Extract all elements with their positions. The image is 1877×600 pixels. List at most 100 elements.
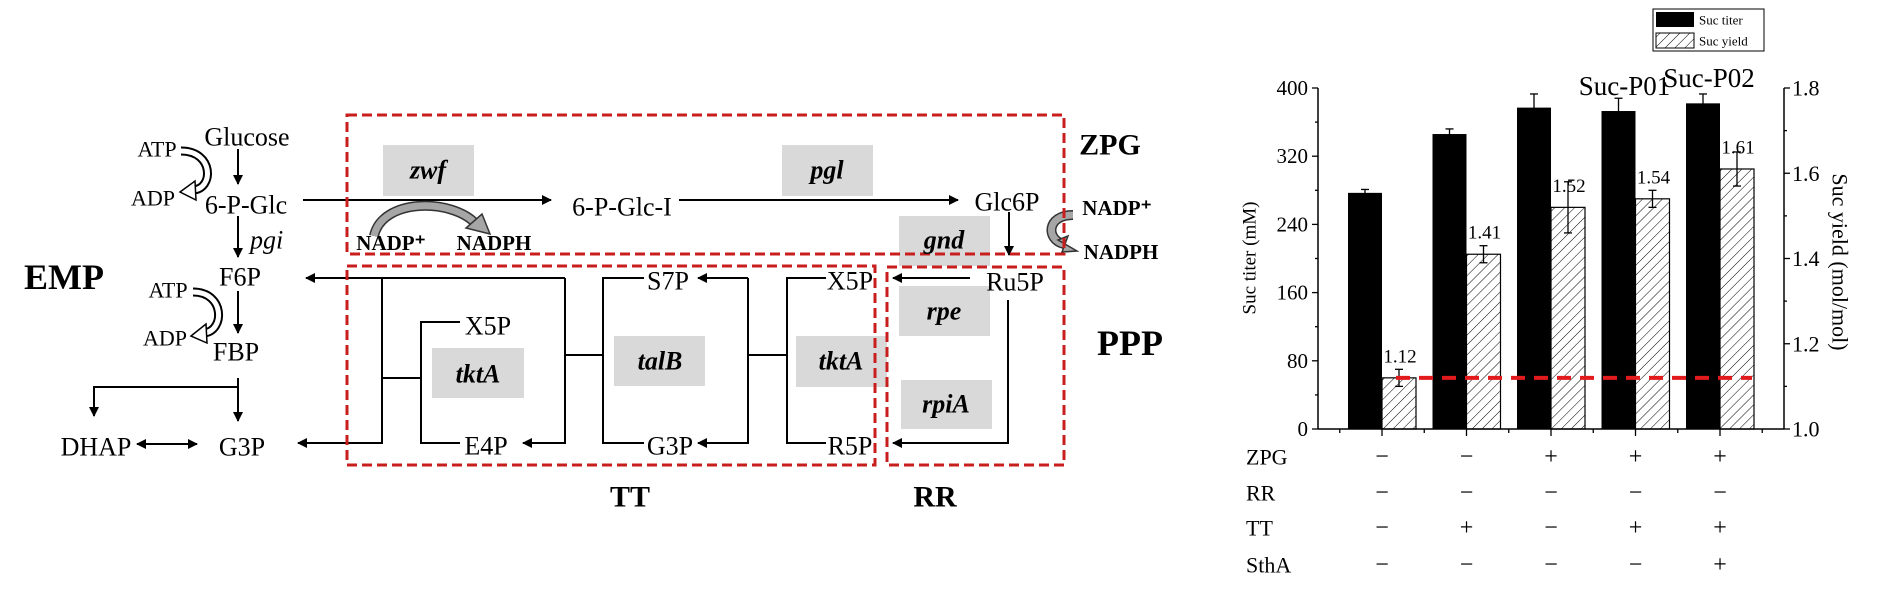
pathway-label-ppp: PPP xyxy=(1097,323,1163,363)
module-box-tt xyxy=(345,264,877,467)
metabolite-f6p: F6P xyxy=(219,263,261,292)
metabolite-6-p-glc: 6-P-Glc xyxy=(205,191,287,220)
enzyme-box-tkta-1 xyxy=(432,348,524,398)
enzyme-boxes xyxy=(383,145,992,429)
cofactor-adp-2: ADP xyxy=(143,326,187,351)
enzyme-box-rpia xyxy=(901,380,992,429)
condition-symbol: − xyxy=(1375,515,1389,541)
cofactor-nadp-zwf: NADP⁺ xyxy=(356,231,425,255)
metabolite-dhap: DHAP xyxy=(61,433,132,462)
enzyme-tkta-2: tktA xyxy=(819,347,864,376)
condition-symbol: + xyxy=(1629,444,1643,470)
y-axis-title-right: Suc yield (mol/mol) xyxy=(1828,173,1853,350)
bar-suc-yield xyxy=(1465,253,1502,430)
condition-symbol: − xyxy=(1375,480,1389,506)
data-label-suc-yield: 1.41 xyxy=(1468,223,1501,244)
metabolite-6-p-glc-i: 6-P-Glc-I xyxy=(572,193,672,222)
metabolite-ru5p: Ru5P xyxy=(986,268,1044,297)
condition-label-tt: TT xyxy=(1246,516,1273,541)
module-label-zpg: ZPG xyxy=(1079,129,1141,162)
bar-suc-yield xyxy=(1634,198,1671,430)
condition-symbol: − xyxy=(1544,515,1558,541)
metabolite-e4p: E4P xyxy=(464,432,507,461)
metabolite-s7p: S7P xyxy=(647,267,689,296)
metabolite-r5p: R5P xyxy=(828,432,873,461)
cofactor-adp-1: ADP xyxy=(131,186,175,211)
cofactor-atp-1: ATP xyxy=(137,137,176,162)
condition-symbol: − xyxy=(1375,444,1389,470)
condition-symbol: + xyxy=(1713,515,1727,541)
condition-symbol: − xyxy=(1460,552,1474,578)
condition-label-zpg: ZPG xyxy=(1246,445,1288,470)
data-label-suc-yield: 1.52 xyxy=(1552,176,1585,197)
legend-label-suc-titer: Suc titer xyxy=(1699,13,1743,28)
bar-suc-yield xyxy=(1719,168,1755,430)
enzyme-pgl: pgl xyxy=(808,156,844,185)
y-tick-label-right: 1.4 xyxy=(1792,246,1820,271)
condition-symbol: − xyxy=(1713,480,1727,506)
condition-symbol: + xyxy=(1713,444,1727,470)
zpg-arrows xyxy=(303,195,1014,256)
legend-label-suc-yield: Suc yield xyxy=(1699,34,1748,49)
arrow-to-e4p xyxy=(522,278,566,448)
metabolite-x5p-2: X5P xyxy=(827,267,873,296)
enzyme-box-pgl xyxy=(782,145,873,196)
nadp-nadph-arrow-zwf xyxy=(369,200,492,238)
enzyme-talb: talB xyxy=(638,347,683,376)
y-axis-title-left: Suc titer (mM) xyxy=(1240,202,1261,315)
cofactor-atp-2: ATP xyxy=(148,278,187,303)
arrow-ru5p-to-r5p xyxy=(892,300,1009,448)
y-tick-label-right: 1.8 xyxy=(1792,76,1820,101)
condition-symbol: − xyxy=(1375,552,1389,578)
condition-label-stha: SthA xyxy=(1246,553,1291,578)
bar-suc-titer xyxy=(1432,134,1467,429)
pathway-label-emp: EMP xyxy=(24,257,104,297)
y-tick-label-left: 240 xyxy=(1277,212,1309,236)
enzyme-zwf: zwf xyxy=(409,156,448,185)
y-tick-label-right: 1.2 xyxy=(1792,331,1820,356)
enzyme-box-gnd xyxy=(899,216,990,266)
condition-symbol: + xyxy=(1713,552,1727,578)
bar-suc-titer xyxy=(1348,192,1382,429)
emp-arrows xyxy=(89,149,243,449)
bracket-s7p-g3p xyxy=(602,277,644,444)
legend-swatch-suc-titer xyxy=(1656,12,1694,27)
strain-annotation: Suc-P01 xyxy=(1579,71,1671,101)
enzyme-box-zwf xyxy=(383,145,474,196)
legend-swatch-suc-yield xyxy=(1655,32,1695,49)
module-label-rr: RR xyxy=(913,481,957,514)
enzyme-tkta-1: tktA xyxy=(456,360,501,389)
module-box-zpg xyxy=(345,113,1066,256)
rr-arrows xyxy=(892,273,1009,448)
enzyme-pgi: pgi xyxy=(248,226,283,255)
condition-symbol: + xyxy=(1460,515,1474,541)
bar-suc-titer xyxy=(1686,103,1720,429)
pathway-diagram: EMP PPP ZPG TT RR Glucose 6-P-Glc F6P FB… xyxy=(24,113,1163,514)
atp-adp-arrow-2 xyxy=(189,287,223,345)
y-tick-label-left: 320 xyxy=(1277,144,1309,168)
condition-label-rr: RR xyxy=(1246,481,1276,506)
arrow-tt-to-g3p xyxy=(297,278,383,448)
metabolite-fbp: FBP xyxy=(213,338,259,367)
metabolite-glucose: Glucose xyxy=(204,123,289,152)
strain-annotation: Suc-P02 xyxy=(1663,63,1755,93)
bracket-x5p-e4p xyxy=(420,321,460,444)
enzyme-box-talb xyxy=(614,336,705,386)
module-label-tt: TT xyxy=(610,481,650,514)
metabolite-x5p-1: X5P xyxy=(465,312,511,341)
y-tick-label-right: 1.0 xyxy=(1792,417,1820,442)
enzyme-gnd: gnd xyxy=(923,226,965,255)
cofactor-nadph-zwf: NADPH xyxy=(457,231,532,255)
condition-symbol: − xyxy=(1544,480,1558,506)
condition-symbol: − xyxy=(1460,444,1474,470)
condition-symbol: − xyxy=(1629,480,1643,506)
y-tick-label-left: 80 xyxy=(1287,349,1308,373)
bracket-x5p-r5p xyxy=(786,277,826,444)
condition-symbol: − xyxy=(1629,552,1643,578)
y-tick-label-right: 1.6 xyxy=(1792,161,1820,186)
data-label-suc-yield: 1.54 xyxy=(1637,167,1671,188)
metabolite-glc6p: Glc6P xyxy=(975,188,1040,217)
data-label-suc-yield: 1.12 xyxy=(1383,346,1416,367)
arrow-to-g3p-tt xyxy=(697,278,749,448)
bar-suc-titer xyxy=(1517,107,1551,430)
